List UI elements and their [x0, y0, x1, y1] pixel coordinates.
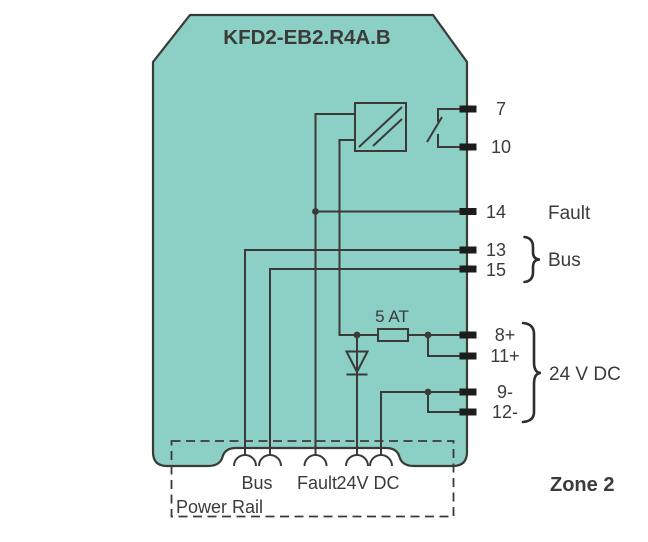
terminal-14-label: 14 — [486, 202, 506, 222]
terminal-15-label: 15 — [486, 260, 506, 280]
device-title: KFD2-EB2.R4A.B — [223, 26, 390, 49]
terminal-12-label: 12- — [492, 402, 518, 422]
zone-label: Zone 2 — [550, 474, 614, 496]
terminal-8-label: 8+ — [495, 325, 516, 345]
fuse-symbol — [377, 328, 409, 342]
terminal-8-block — [459, 331, 477, 339]
rail-fault-label: Fault — [297, 473, 337, 493]
fault-junction-dot — [312, 208, 319, 215]
terminal-11-branch-wire — [427, 334, 460, 357]
power-rail-box — [170, 440, 455, 518]
rail-contact-bus-2 — [258, 454, 282, 467]
isolator-symbol-box — [354, 102, 407, 152]
rail-contact-vdc-plus — [345, 454, 369, 467]
bus-15-wire — [269, 268, 460, 456]
terminal-10-label: 10 — [491, 137, 511, 157]
relay-contact-bottom-wire — [437, 134, 460, 148]
terminal-13-label: 13 — [486, 240, 506, 260]
terminal-9-block — [459, 388, 477, 396]
terminal-9-label: 9- — [497, 382, 513, 402]
terminal-13-block — [459, 246, 477, 254]
terminal-12-branch-wire — [427, 391, 460, 413]
terminal-15-block — [459, 265, 477, 273]
terminal-11-block — [459, 352, 477, 360]
relay-contact-blade — [426, 116, 443, 143]
rail-bus-label: Bus — [241, 473, 272, 493]
power-rail-label: Power Rail — [176, 497, 263, 517]
bus-group-label: Bus — [548, 250, 581, 271]
terminal-7-label: 7 — [496, 99, 506, 119]
bus-13-wire — [244, 249, 460, 456]
terminal-7-block — [459, 105, 477, 113]
vdc-group-label: 24 V DC — [549, 364, 621, 385]
rail-contact-vdc-minus — [369, 454, 393, 467]
relay-contact-top-wire — [437, 108, 460, 122]
supply-minus-wire — [380, 391, 460, 456]
device-body — [151, 13, 469, 468]
fuse-label: 5 AT — [375, 307, 409, 326]
diode-triangle — [344, 350, 370, 375]
terminal-14-block — [459, 208, 477, 215]
isolator-diagonal-secondary — [372, 118, 403, 147]
rail-vdc-label: 24V DC — [336, 473, 399, 493]
rail-contact-fault — [303, 454, 328, 467]
vdc-brace — [521, 321, 542, 424]
rail-contact-bus-1 — [233, 454, 257, 467]
fault-group-label: Fault — [548, 203, 591, 224]
plus-junction-dot-right — [424, 331, 432, 339]
terminal-11-label: 11+ — [490, 346, 519, 366]
terminal-12-block — [459, 408, 477, 416]
terminal-10-block — [459, 143, 477, 151]
fault-net-wire — [314, 113, 356, 456]
minus-junction-dot — [424, 388, 432, 396]
isolator-diagonal-main — [358, 106, 403, 148]
bus-brace — [523, 235, 541, 284]
